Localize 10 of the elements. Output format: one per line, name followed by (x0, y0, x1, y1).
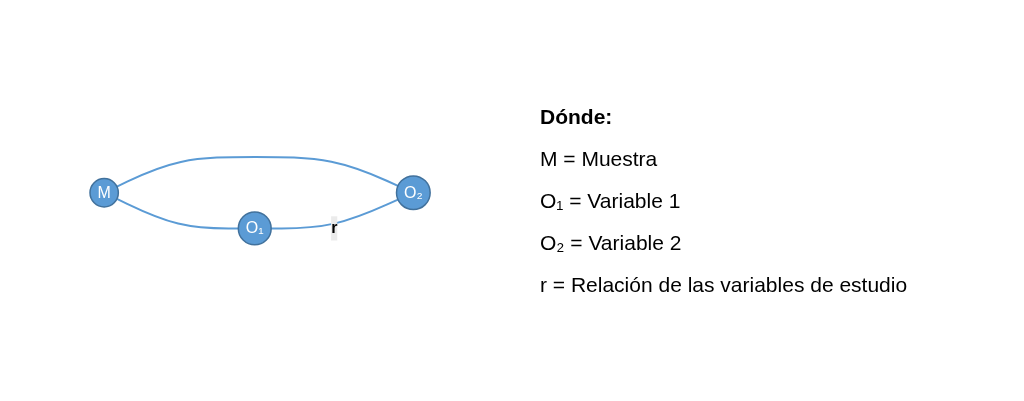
legend-text: O₁ = Variable 1 (540, 188, 682, 213)
legend-text: r = Relación de las variables de estudio (540, 272, 908, 297)
node-circle: O₁ (237, 210, 272, 246)
node-circle: O₂ (395, 174, 431, 210)
heading: Dónde: (540, 104, 614, 129)
legend-text: O₂ = Variable 2 (540, 230, 683, 255)
connector (270, 198, 399, 229)
node-circle: M (89, 177, 119, 208)
edge-label: r (331, 219, 338, 236)
legend-text: M = Muestra (540, 146, 659, 171)
